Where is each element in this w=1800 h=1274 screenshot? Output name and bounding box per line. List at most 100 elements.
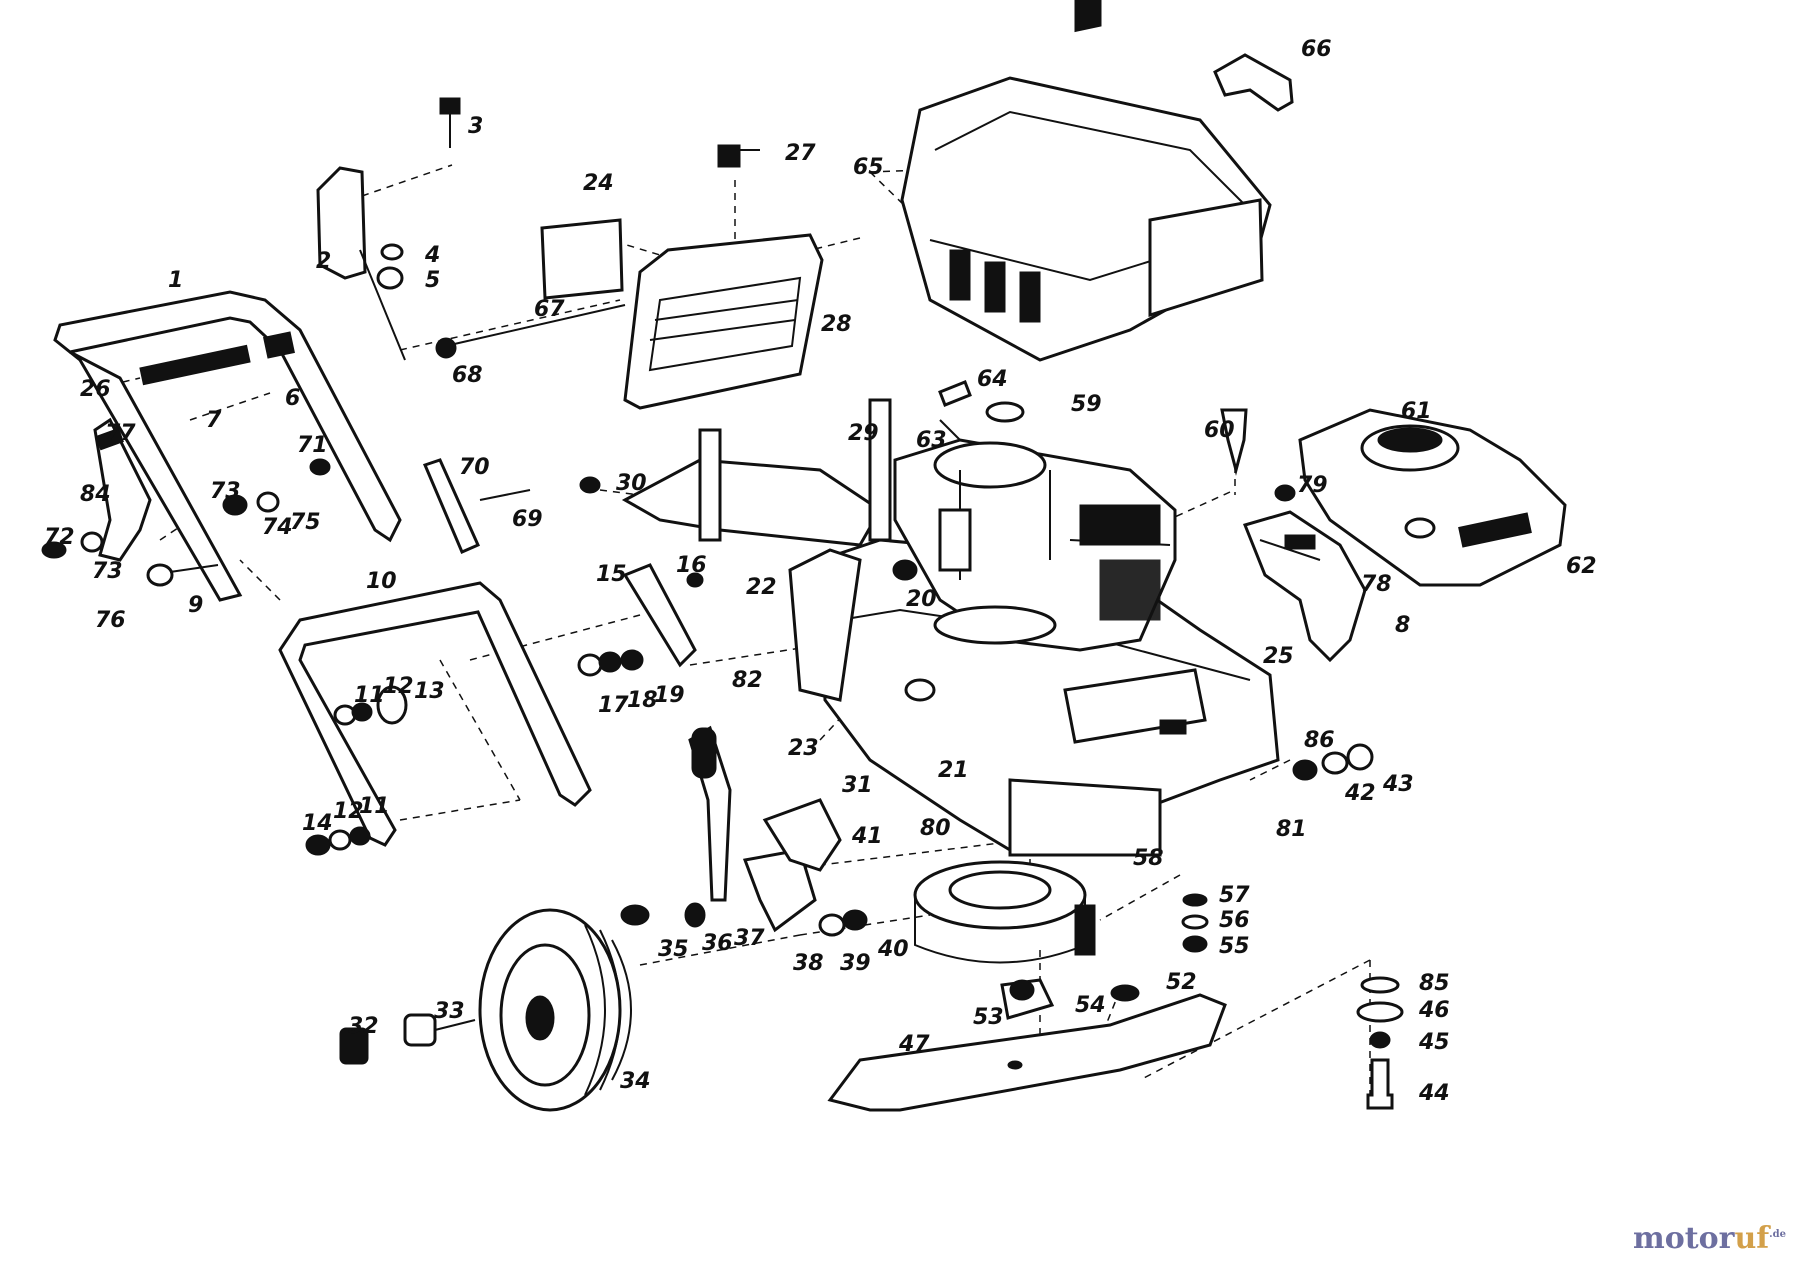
part-label-73: 73 [210, 479, 241, 504]
handle-bracket [316, 97, 461, 361]
chassis-plate [621, 398, 892, 547]
cover-bracket [1242, 510, 1367, 663]
part-label-55: 55 [1219, 934, 1250, 959]
part-label-4: 4 [424, 243, 440, 268]
part-label-2: 2 [316, 249, 331, 274]
part-label-72: 72 [44, 525, 75, 550]
rod [435, 304, 626, 359]
part-label-8: 8 [1395, 613, 1410, 638]
part-label-3: 3 [468, 114, 483, 139]
part-label-64: 64 [977, 367, 1008, 392]
part-label-22: 22 [746, 575, 777, 600]
part-label-27: 27 [785, 141, 816, 166]
part-label-82: 82 [732, 668, 763, 693]
part-label-71: 71 [297, 433, 328, 458]
part-label-34: 34 [620, 1069, 651, 1094]
part-label-66: 66 [1301, 37, 1332, 62]
rear-flap [623, 144, 824, 410]
part-label-5: 5 [425, 268, 440, 293]
part-label-28: 28 [821, 312, 852, 337]
part-label-40: 40 [877, 937, 909, 962]
label-plate [540, 218, 624, 300]
side-bracket-22 [788, 548, 862, 702]
watermark-brand-a: motor [1633, 1221, 1735, 1256]
part-label-31: 31 [842, 773, 873, 798]
part-label-63: 63 [916, 428, 947, 453]
part-label-9: 9 [188, 593, 203, 618]
part-label-35: 35 [658, 937, 689, 962]
part-label-65: 65 [853, 155, 884, 180]
wheel [478, 908, 632, 1112]
part-label-18: 18 [627, 688, 658, 713]
wheel-cap [339, 1013, 476, 1065]
catcher-handle [1213, 53, 1294, 112]
part-label-7: 7 [206, 408, 222, 433]
part-label-57: 57 [1219, 883, 1250, 908]
part-label-29: 29 [848, 421, 879, 446]
part-label-54: 54 [1075, 993, 1106, 1018]
engine [893, 401, 1177, 652]
upper-handle [53, 290, 402, 602]
part-label-11: 11 [359, 794, 390, 819]
engine-cover [1298, 408, 1567, 587]
watermark-brand-b: uf [1734, 1221, 1770, 1256]
part-label-56: 56 [1219, 908, 1250, 933]
part-label-60: 60 [1204, 418, 1235, 443]
part-label-44: 44 [1418, 1081, 1450, 1106]
watermark-suffix: .de [1769, 1229, 1786, 1240]
part-label-41: 41 [851, 824, 883, 849]
part-label-19: 19 [654, 683, 685, 708]
part-label-23: 23 [788, 736, 819, 761]
part-label-20: 20 [906, 587, 937, 612]
part-label-74: 74 [262, 515, 293, 540]
part-label-58: 58 [1133, 846, 1164, 871]
part-label-77: 77 [105, 421, 136, 446]
part-label-38: 38 [793, 951, 824, 976]
part-label-37: 37 [734, 926, 765, 951]
part-label-32: 32 [348, 1014, 379, 1039]
part-label-47: 47 [898, 1032, 930, 1057]
part-label-21: 21 [938, 758, 969, 783]
part-label-39: 39 [840, 951, 871, 976]
part-label-67: 67 [534, 297, 565, 322]
part-label-15: 15 [596, 562, 627, 587]
part-label-17: 17 [598, 693, 629, 718]
height-lever [620, 725, 868, 937]
part-label-11: 11 [354, 683, 385, 708]
part-label-24: 24 [583, 171, 614, 196]
part-label-53: 53 [973, 1005, 1004, 1030]
part-label-13: 13 [414, 679, 445, 704]
hardware [41, 380, 1404, 1110]
part-label-42: 42 [1344, 781, 1376, 806]
part-label-75: 75 [290, 510, 321, 535]
part-label-52: 52 [1166, 970, 1197, 995]
part-label-36: 36 [702, 931, 733, 956]
part-label-78: 78 [1361, 572, 1392, 597]
part-label-69: 69 [512, 507, 543, 532]
part-label-12: 12 [383, 674, 414, 699]
lower-handle [278, 581, 592, 847]
part-label-26: 26 [80, 377, 111, 402]
part-label-70: 70 [459, 455, 490, 480]
part-label-68: 68 [452, 363, 483, 388]
part-label-12: 12 [333, 799, 364, 824]
part-label-25: 25 [1263, 644, 1294, 669]
part-label-16: 16 [676, 553, 707, 578]
part-label-33: 33 [434, 999, 465, 1024]
part-label-59: 59 [1071, 392, 1102, 417]
part-label-62: 62 [1566, 554, 1597, 579]
part-label-46: 46 [1418, 998, 1450, 1023]
part-label-1: 1 [168, 268, 183, 293]
part-label-45: 45 [1418, 1030, 1450, 1055]
part-label-84: 84 [80, 482, 111, 507]
part-label-76: 76 [95, 608, 126, 633]
part-label-85: 85 [1419, 971, 1450, 996]
part-label-30: 30 [616, 471, 647, 496]
part-label-6: 6 [285, 386, 300, 411]
mower-blade [827, 978, 1227, 1112]
watermark-logo: motoruf.de [1633, 1221, 1786, 1256]
part-label-86: 86 [1304, 728, 1335, 753]
part-label-81: 81 [1276, 817, 1307, 842]
